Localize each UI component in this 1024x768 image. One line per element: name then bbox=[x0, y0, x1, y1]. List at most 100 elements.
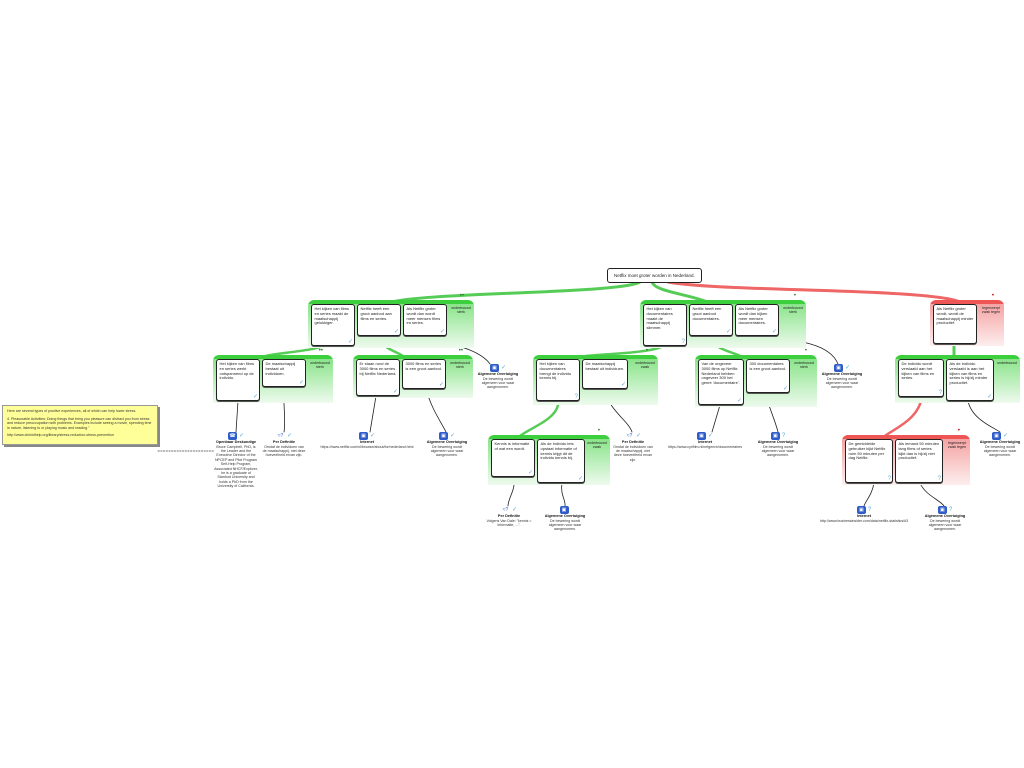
group-strength-label: onderbouwd zwak bbox=[635, 361, 655, 370]
evaluation-check-icon: ✓ bbox=[439, 329, 445, 335]
claim-box[interactable]: Als iemand 50 minuten lang films of seri… bbox=[895, 439, 943, 483]
evaluation-check-icon: ✓ bbox=[252, 394, 258, 400]
group-dots: • bbox=[804, 348, 807, 354]
claim-box[interactable]: De maatschappij bestaat uit individuen.✓ bbox=[582, 359, 628, 389]
root-claim-text: Netflix moet groter worden in Nederland. bbox=[614, 273, 695, 278]
claim-box[interactable]: Netflix heeft een groot aanbod aan films… bbox=[357, 304, 401, 336]
evaluation-check-icon: ✓ bbox=[527, 470, 533, 476]
group-dots: • bbox=[991, 293, 994, 299]
people-icon: ▣ bbox=[991, 432, 1001, 440]
claim-box[interactable]: Als Netflix groter wordt dan wordt meer … bbox=[403, 304, 447, 336]
group-strength-label: onderbouwd zwak bbox=[587, 441, 607, 450]
source-type: Per Definitie bbox=[272, 440, 296, 444]
evaluation-question-icon: ? bbox=[781, 433, 786, 439]
source-type: Algemene Overtuiging bbox=[426, 440, 468, 444]
group-strength-label: onderbouwd sterk bbox=[794, 361, 814, 370]
claim-box[interactable]: De individu wordt verslaafd aan het kijk… bbox=[898, 359, 944, 397]
source-common-belief[interactable]: ▣✓ Algemene Overtuiging De bewering word… bbox=[978, 432, 1022, 458]
group-strength-label: tegenwerpt zwak tegen bbox=[981, 306, 1001, 315]
claim-box[interactable]: 300 documentaires is een groot aanbod.✓ bbox=[746, 359, 790, 393]
source-definition[interactable]: ≈?✓ Per Definitie Volgens Van Dale: "ken… bbox=[486, 506, 532, 527]
source-url[interactable]: https://www.netflix.com/nl/browse/about/… bbox=[320, 444, 414, 449]
source-url[interactable]: https://www.cyrifilm.nl/netgenre/documen… bbox=[667, 444, 743, 449]
people-icon: ▣ bbox=[489, 364, 499, 372]
claim-text: Als Netflix groter wordt dan wordt meer … bbox=[406, 306, 441, 326]
source-internet[interactable]: ▣✓ Internet https://www.cyrifilm.nl/netg… bbox=[658, 432, 752, 449]
claim-box[interactable]: Als Netflix groter wordt, wordt de maats… bbox=[933, 304, 977, 344]
evaluation-check-icon: ✓ bbox=[771, 329, 777, 335]
people-icon: ▣ bbox=[833, 364, 843, 372]
claim-text: Netflix heeft een groot aanbod aan films… bbox=[360, 306, 392, 321]
evaluation-check-icon: ✓ bbox=[347, 339, 353, 345]
computer-icon: ▣ bbox=[856, 506, 866, 514]
claim-text: Het kijken van films en series maakt de … bbox=[314, 306, 349, 326]
claim-text: Kennis is informatie of wat een wordt. bbox=[494, 441, 530, 451]
claim-box[interactable]: Het kijken van films en series maakt de … bbox=[311, 304, 355, 346]
source-internet[interactable]: ▣✓ Internet https://www.netflix.com/nl/b… bbox=[312, 432, 422, 449]
source-type: Algemene Overtuiging bbox=[821, 372, 863, 376]
claim-box[interactable]: Het kijken van documentaires brengt de i… bbox=[536, 359, 580, 401]
source-url[interactable]: http://www.businessinsider.com/data/netf… bbox=[819, 518, 909, 523]
evaluation-question-icon: ? bbox=[887, 476, 891, 482]
claim-text: 300 documentaires is een groot aanbod. bbox=[749, 361, 786, 371]
source-common-belief[interactable]: ▣✓ Algemene Overtuiging De bewering word… bbox=[820, 364, 864, 390]
sticky-note[interactable]: Here are several types of positive exper… bbox=[2, 405, 158, 445]
group-strength-label: onderbouwd sterk bbox=[310, 361, 330, 370]
source-internet[interactable]: ▣? Internet http://www.businessinsider.c… bbox=[810, 506, 918, 523]
source-text: Omdat de individuen van de maatschappij,… bbox=[262, 444, 306, 458]
claim-box[interactable]: Het kijken van films en series werkt ont… bbox=[216, 359, 260, 401]
source-common-belief[interactable]: ▣? Algemene Overtuiging De bewering word… bbox=[922, 506, 968, 532]
source-expert[interactable]: ☎✓ Openbaar Deskundige Bruce Campbell, P… bbox=[214, 432, 258, 489]
source-common-belief[interactable]: ▣✓ Algemene Overtuiging De bewering word… bbox=[426, 432, 468, 458]
source-text: De bewering wordt algemeen voor waar aan… bbox=[481, 376, 515, 390]
claim-box[interactable]: De gemiddelde gebruiker kijkt Netflix ru… bbox=[845, 439, 893, 483]
claim-box[interactable]: 3000 films en series is een groot aanbod… bbox=[402, 359, 446, 389]
source-text: De bewering wordt algemeen voor waar aan… bbox=[983, 444, 1017, 458]
source-text: De bewering wordt algemeen voor waar aan… bbox=[825, 376, 859, 390]
evaluation-question-icon: ? bbox=[948, 507, 953, 513]
source-common-belief[interactable]: ▣ Algemene Overtuiging De bewering wordt… bbox=[542, 506, 588, 532]
evaluation-check-icon: ✓ bbox=[369, 433, 376, 439]
evaluation-check-icon: ✓ bbox=[844, 365, 851, 371]
root-claim[interactable]: Netflix moet groter worden in Nederland. bbox=[607, 268, 702, 283]
source-common-belief[interactable]: ▣✓ Algemene Overtuiging De bewering word… bbox=[476, 364, 520, 390]
evaluation-check-icon: ✓ bbox=[298, 380, 304, 386]
people-icon: ▣ bbox=[770, 432, 780, 440]
evaluation-check-icon: ✓ bbox=[1002, 433, 1009, 439]
claim-text: Als de individu iets opstaat informatie … bbox=[540, 441, 577, 461]
group-dots: •• bbox=[459, 293, 464, 299]
claim-text: Het kijken van films en series werkt ont… bbox=[219, 361, 254, 381]
evaluation-check-icon: ✓ bbox=[392, 389, 398, 395]
evaluation-check-icon: ✓ bbox=[577, 476, 583, 482]
claim-box[interactable]: Als Netflix groter wordt dan kijken meer… bbox=[735, 304, 779, 336]
evaluation-check-icon: ✓ bbox=[707, 433, 714, 439]
source-definition[interactable]: ≈?✓ Per Definitie Omdat de individuen va… bbox=[262, 432, 306, 458]
evaluation-check-icon: ✓ bbox=[736, 398, 742, 404]
claim-box[interactable]: Netflix heeft een groot aanbod documenta… bbox=[689, 304, 733, 336]
evaluation-check-icon: ✓ bbox=[511, 507, 518, 513]
evaluation-check-icon: ✓ bbox=[986, 394, 992, 400]
claim-box[interactable]: Kennis is informatie of wat een wordt. ✓ bbox=[491, 439, 535, 477]
source-type: Internet bbox=[360, 440, 374, 444]
claim-box[interactable]: Als de individu iets opstaat informatie … bbox=[537, 439, 585, 483]
evaluation-question-icon: ? bbox=[574, 394, 578, 400]
definition-icon: ≈? bbox=[626, 433, 633, 439]
note-paragraph-2: 4. Pleasurable Activities: Doing things … bbox=[7, 416, 152, 430]
evaluation-check-icon: ✓ bbox=[393, 329, 399, 335]
people-icon: ▣ bbox=[438, 432, 448, 440]
evaluation-check-icon: ✓ bbox=[238, 433, 245, 439]
claim-box[interactable]: Als de individu verslaafd is aan het kij… bbox=[946, 359, 994, 401]
computer-icon: ▣ bbox=[358, 432, 368, 440]
group-strength-label: onderbouwd bbox=[997, 361, 1017, 365]
claim-text: Van de ongeveer 3000 films op Netflix Ne… bbox=[701, 361, 740, 386]
source-common-belief[interactable]: ▣? Algemene Overtuiging De bewering word… bbox=[756, 432, 800, 458]
claim-box[interactable]: Het kijken van documentaires maakt de ma… bbox=[643, 304, 687, 346]
source-type: Algemene Overtuiging bbox=[757, 440, 799, 444]
source-definition[interactable]: ≈?✓ Per Definitie Omdat de individuen va… bbox=[612, 432, 654, 462]
claim-box[interactable]: Van de ongeveer 3000 films op Netflix Ne… bbox=[698, 359, 744, 405]
claim-box[interactable]: Er staan rond de 3000 films en series bi… bbox=[356, 359, 400, 396]
claim-box[interactable]: De maatschappij bestaat uit individuen.✓ bbox=[262, 359, 306, 387]
claim-text: De maatschappij bestaat uit individuen. bbox=[265, 361, 296, 376]
evaluation-question-icon: ? bbox=[937, 476, 941, 482]
source-text: De bewering wordt algemeen voor waar aan… bbox=[761, 444, 795, 458]
